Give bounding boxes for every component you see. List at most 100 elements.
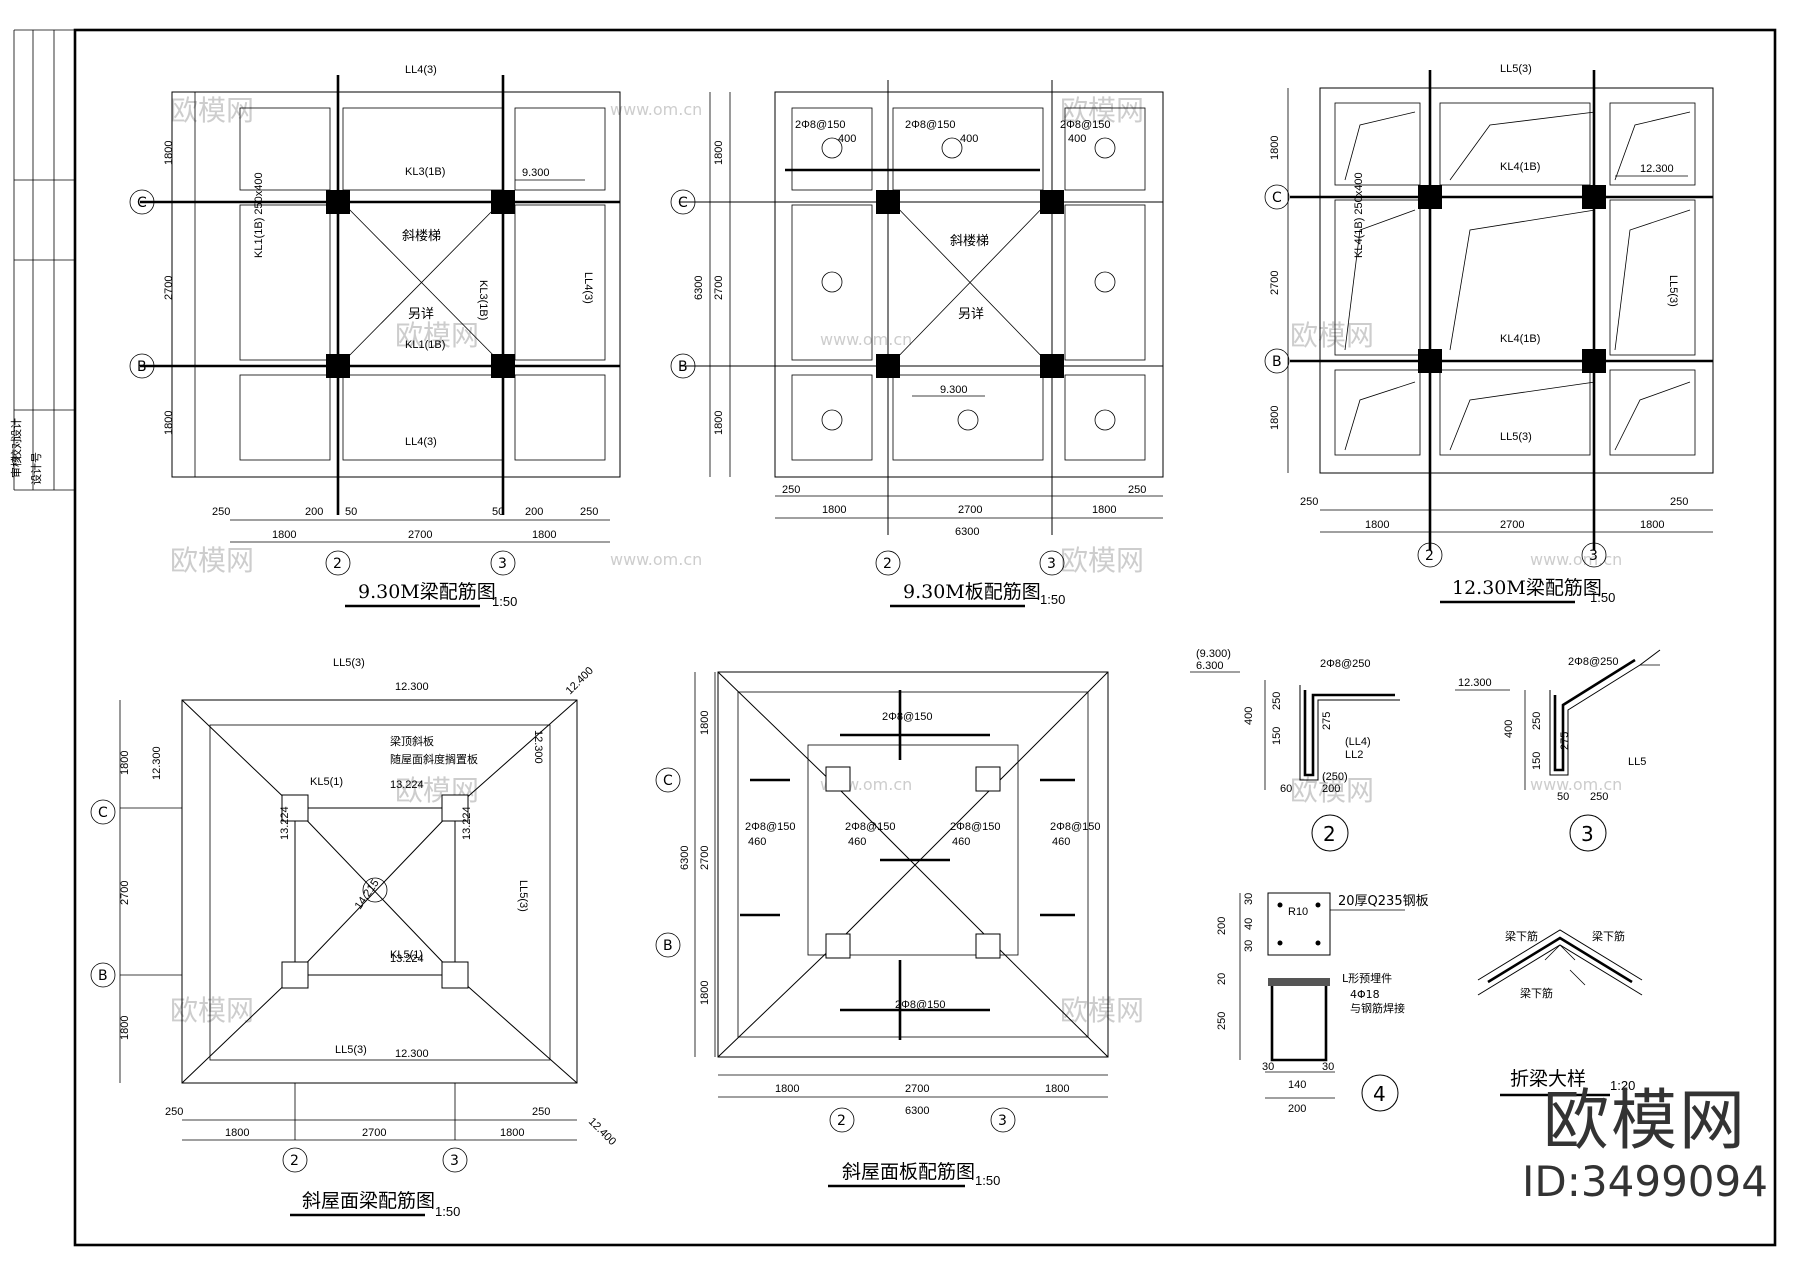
level-label: 6.300 (1196, 660, 1224, 672)
dim-1800: 1800 (1269, 406, 1281, 430)
brand-logo: 欧模网 (1543, 1082, 1747, 1159)
dim-1800: 1800 (119, 751, 131, 775)
fold-label: 梁下筋 (1520, 986, 1553, 1000)
axis-3: 3 (450, 1153, 459, 1169)
watermark-text: 欧模网 (395, 319, 479, 352)
dim-200: 200 (525, 506, 543, 518)
dim-250: 250 (212, 506, 230, 518)
dim-250: 250 (782, 484, 800, 496)
dim-250: 250 (1300, 496, 1318, 508)
scale-p3: 1:50 (1590, 590, 1615, 605)
dim: 400 (1243, 707, 1255, 725)
radius-label: R10 (1288, 906, 1308, 918)
dim-6300: 6300 (679, 846, 691, 870)
brand-block: 欧模网 ID:3499094 (1515, 1085, 1775, 1207)
dim-400: 400 (838, 133, 856, 145)
dim-2700: 2700 (958, 504, 982, 516)
dim: 30 (1322, 1061, 1334, 1073)
axis-c: C (1272, 190, 1282, 206)
stair-label: 斜楼梯 (950, 234, 989, 249)
dim-400: 400 (1068, 133, 1086, 145)
dim-2700: 2700 (713, 276, 725, 300)
axis-b: B (98, 968, 108, 984)
dim-1800: 1800 (1365, 519, 1389, 531)
dim-2700: 2700 (408, 529, 432, 541)
beam-label: LL2 (1345, 749, 1363, 761)
beam-label: KL3(1B) (405, 166, 445, 178)
dim: 250 (1590, 791, 1608, 803)
watermark-url: www.om.cn (1530, 775, 1622, 794)
dim-460: 460 (1052, 836, 1070, 848)
rebar-label: 2Φ8@150 (882, 711, 933, 723)
watermark-url: www.om.cn (610, 550, 702, 569)
dim-250: 250 (1670, 496, 1688, 508)
dim: 30 (1262, 1061, 1274, 1073)
dim-1800: 1800 (713, 411, 725, 435)
slab-marks (821, 137, 1116, 431)
beam-label: KL5(1) (310, 776, 343, 788)
level-label: 12.400 (564, 665, 596, 697)
beam-label: LL4(3) (405, 64, 437, 76)
axis-c: C (663, 773, 673, 789)
anchor-label: 4Φ18 (1350, 988, 1380, 1001)
dim-1800: 1800 (225, 1127, 249, 1139)
plate-label: 20厚Q235钢板 (1338, 894, 1429, 909)
fold-beam-detail: 梁下筋 梁下筋 梁下筋 折梁大样 1:20 (1477, 929, 1643, 1097)
axis-2: 2 (333, 556, 342, 572)
rebar-label: 2Φ8@150 (795, 119, 846, 131)
dim-250: 250 (1128, 484, 1146, 496)
dim-1800: 1800 (1092, 504, 1116, 516)
watermark-url: www.om.cn (610, 100, 702, 119)
axis-2: 2 (883, 556, 892, 572)
level-label: 12.300 (1640, 163, 1674, 175)
scale-p1: 1:50 (492, 594, 517, 609)
level-label: 12.400 (586, 1116, 618, 1148)
dim-6300: 6300 (905, 1105, 929, 1117)
dim-2700: 2700 (1269, 271, 1281, 295)
dim-1800: 1800 (500, 1127, 524, 1139)
beam-label: LL5(3) (1667, 275, 1679, 307)
dim: 200 (1216, 917, 1228, 935)
beam-label: LL5(3) (333, 657, 365, 669)
rebar-label: 2Φ8@250 (1568, 656, 1619, 668)
tb-row-2: 校对 (9, 438, 23, 460)
dim: 30 (1243, 940, 1255, 952)
dim: 30 (1243, 893, 1255, 905)
dim: 250 (1271, 692, 1283, 710)
note-label: 随屋面斜度搁置板 (390, 752, 478, 766)
axis-c: C (137, 195, 147, 211)
beam-label: LL4(3) (405, 436, 437, 448)
dim-460: 460 (748, 836, 766, 848)
fold-scale: 1:20 (1610, 1078, 1635, 1093)
watermark-text: 欧模网 (170, 994, 254, 1027)
beam-label: LL4(3) (582, 272, 594, 304)
beam-label: KL4(1B) 250x400 (1353, 172, 1365, 258)
title-p3: 12.30M梁配筋图 (1452, 577, 1602, 599)
dim-1800: 1800 (699, 981, 711, 1005)
axis-3: 3 (998, 1113, 1007, 1129)
detail-2: (9.300) 6.300 2Φ8@250 (LL4) LL2 400 150 … (1190, 648, 1400, 852)
dim: 250 (1216, 1012, 1228, 1030)
fold-title: 折梁大样 (1510, 1068, 1586, 1090)
dimension-strings: 1800 2700 1800 250 250 200 200 50 50 180… (119, 88, 1713, 1141)
axis-2: 2 (1425, 548, 1434, 564)
watermarks: 欧模网 欧模网 欧模网 欧模网 欧模网 欧模网 欧模网 欧模网 欧模网 欧模网 … (170, 94, 1622, 1027)
dim: 400 (1503, 720, 1515, 738)
note-label: 另详 (408, 307, 434, 322)
level-label: (9.300) (1196, 648, 1231, 660)
dim-1800: 1800 (822, 504, 846, 516)
rebar-bars (740, 690, 1075, 1040)
dim-6300: 6300 (955, 526, 979, 538)
beam-label: (LL4) (1345, 736, 1371, 748)
dim-2700: 2700 (362, 1127, 386, 1139)
level-label: 13.224 (390, 953, 424, 965)
dim-50: 50 (345, 506, 357, 518)
level-label: 13.224 (279, 806, 291, 840)
dim: 150 (1531, 752, 1543, 770)
dim: 150 (1271, 727, 1283, 745)
tb-row-4: 设计号 (30, 452, 43, 485)
dim-2700: 2700 (119, 881, 131, 905)
axis-2: 2 (290, 1153, 299, 1169)
